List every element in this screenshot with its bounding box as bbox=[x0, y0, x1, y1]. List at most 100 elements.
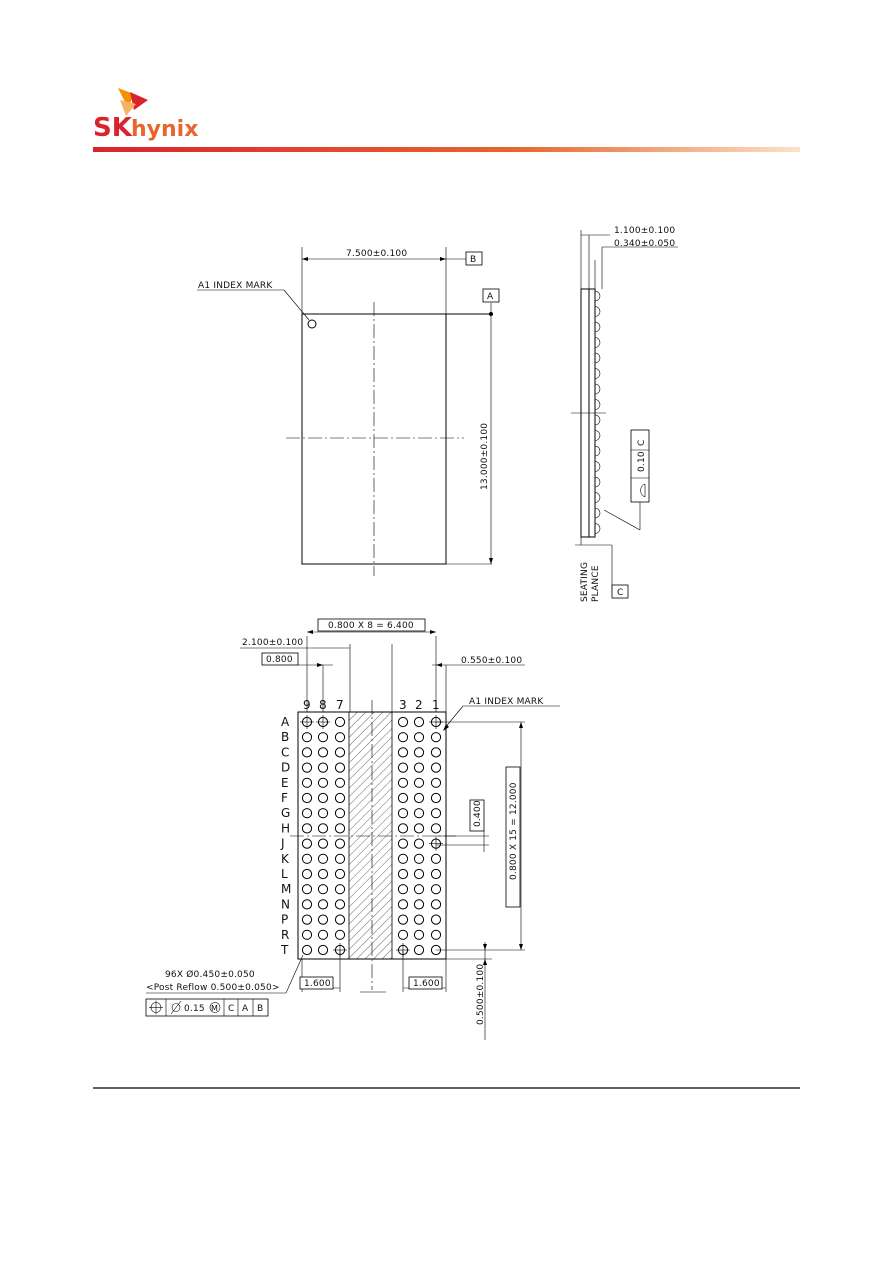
half-pitch-dim: 0.400 bbox=[473, 800, 483, 827]
solder-ball bbox=[301, 944, 313, 956]
solder-ball bbox=[397, 747, 409, 758]
solder-ball bbox=[430, 747, 442, 758]
post-reflow-label: <Post Reflow 0.500±0.050> bbox=[146, 983, 280, 993]
solder-ball bbox=[317, 808, 329, 819]
side-solder-ball bbox=[594, 430, 601, 441]
solder-ball bbox=[317, 823, 329, 834]
offset-bottom-dim: 0.500±0.100 bbox=[476, 964, 486, 1025]
tol-datum-2: A bbox=[242, 1004, 249, 1014]
side-solder-ball bbox=[594, 523, 601, 534]
solder-ball bbox=[413, 716, 425, 728]
solder-ball bbox=[430, 792, 442, 804]
solder-ball bbox=[413, 808, 425, 819]
solder-ball bbox=[413, 944, 425, 956]
datum-b-label: B bbox=[470, 255, 476, 265]
solder-ball bbox=[334, 716, 346, 728]
solder-ball bbox=[334, 777, 346, 788]
solder-ball bbox=[413, 747, 425, 758]
solder-ball bbox=[334, 823, 346, 834]
solder-ball bbox=[317, 853, 329, 864]
solder-ball bbox=[430, 929, 442, 940]
side-solder-ball bbox=[594, 352, 601, 364]
solder-ball bbox=[430, 868, 442, 880]
bottom-index-mark-label: A1 INDEX MARK bbox=[469, 697, 544, 707]
solder-ball bbox=[301, 868, 313, 880]
row-label: H bbox=[281, 821, 290, 835]
solder-ball bbox=[413, 777, 425, 788]
side-height-dim: 1.100±0.100 bbox=[614, 226, 675, 236]
solder-ball bbox=[413, 899, 425, 910]
sk-hynix-logo: SK hynix bbox=[93, 88, 198, 143]
solder-ball bbox=[317, 792, 329, 804]
solder-ball bbox=[397, 884, 409, 895]
side-solder-ball bbox=[594, 399, 601, 410]
solder-ball bbox=[334, 732, 346, 743]
row-label: B bbox=[281, 730, 289, 744]
solder-ball bbox=[430, 777, 442, 788]
solder-ball bbox=[430, 762, 442, 773]
diameter-symbol-icon bbox=[171, 1003, 181, 1012]
solder-ball bbox=[317, 868, 329, 880]
mmc-symbol-icon bbox=[209, 1002, 221, 1013]
profile-symbol-icon bbox=[640, 483, 646, 498]
side-solder-ball bbox=[594, 445, 601, 457]
seating-plane-label-2: PLANCE bbox=[591, 565, 601, 602]
solder-ball bbox=[317, 929, 329, 940]
solder-ball bbox=[397, 762, 409, 773]
logo-flame-icon-3 bbox=[120, 100, 136, 116]
side-solder-ball bbox=[594, 383, 601, 395]
tol-datum-3: B bbox=[257, 1004, 263, 1014]
pitch-x-dim: 0.800 X 8 = 6.400 bbox=[328, 621, 414, 631]
offset-left-dim: 2.100±0.100 bbox=[242, 638, 303, 648]
hatched-center-region bbox=[348, 711, 393, 960]
row-label: K bbox=[281, 852, 290, 866]
solder-ball bbox=[301, 823, 313, 834]
column-label: 2 bbox=[415, 698, 423, 712]
solder-ball bbox=[430, 853, 442, 864]
row-label: L bbox=[281, 867, 288, 881]
side-solder-ball bbox=[594, 476, 601, 488]
gap-left-dim: 1.600 bbox=[304, 979, 331, 989]
solder-ball bbox=[334, 853, 346, 864]
solder-ball bbox=[430, 808, 442, 819]
solder-ball bbox=[301, 853, 313, 864]
row-label: J bbox=[280, 837, 285, 851]
solder-ball bbox=[317, 747, 329, 758]
side-solder-ball bbox=[594, 306, 601, 317]
solder-ball bbox=[413, 853, 425, 864]
solder-ball bbox=[397, 732, 409, 743]
solder-ball bbox=[317, 899, 329, 910]
row-label: T bbox=[280, 943, 289, 957]
solder-ball bbox=[397, 792, 409, 804]
solder-ball bbox=[397, 823, 409, 834]
column-label: 3 bbox=[399, 698, 407, 712]
solder-ball bbox=[413, 868, 425, 880]
solder-ball bbox=[430, 914, 442, 925]
solder-ball bbox=[430, 823, 442, 834]
solder-ball bbox=[301, 732, 313, 743]
row-label: M bbox=[281, 882, 291, 896]
solder-ball bbox=[317, 838, 329, 849]
tol-datum-1: C bbox=[228, 1004, 234, 1014]
solder-ball bbox=[334, 838, 346, 849]
flatness-value: 0.10 bbox=[637, 451, 647, 472]
ball-count-label: 96X Ø0.450±0.050 bbox=[165, 969, 255, 980]
solder-ball bbox=[413, 762, 425, 773]
solder-ball bbox=[317, 944, 329, 956]
solder-ball bbox=[301, 914, 313, 925]
solder-ball bbox=[334, 868, 346, 880]
solder-ball bbox=[301, 792, 313, 804]
solder-ball bbox=[413, 929, 425, 940]
row-label: F bbox=[281, 791, 288, 805]
seating-datum-c: C bbox=[617, 588, 623, 598]
offset-right-dim: 0.550±0.100 bbox=[461, 656, 522, 666]
tol-value: 0.15 bbox=[184, 1004, 205, 1014]
top-height-dim: 13.000±0.100 bbox=[480, 423, 490, 490]
solder-ball bbox=[317, 777, 329, 788]
solder-ball bbox=[317, 732, 329, 743]
solder-ball bbox=[317, 762, 329, 773]
